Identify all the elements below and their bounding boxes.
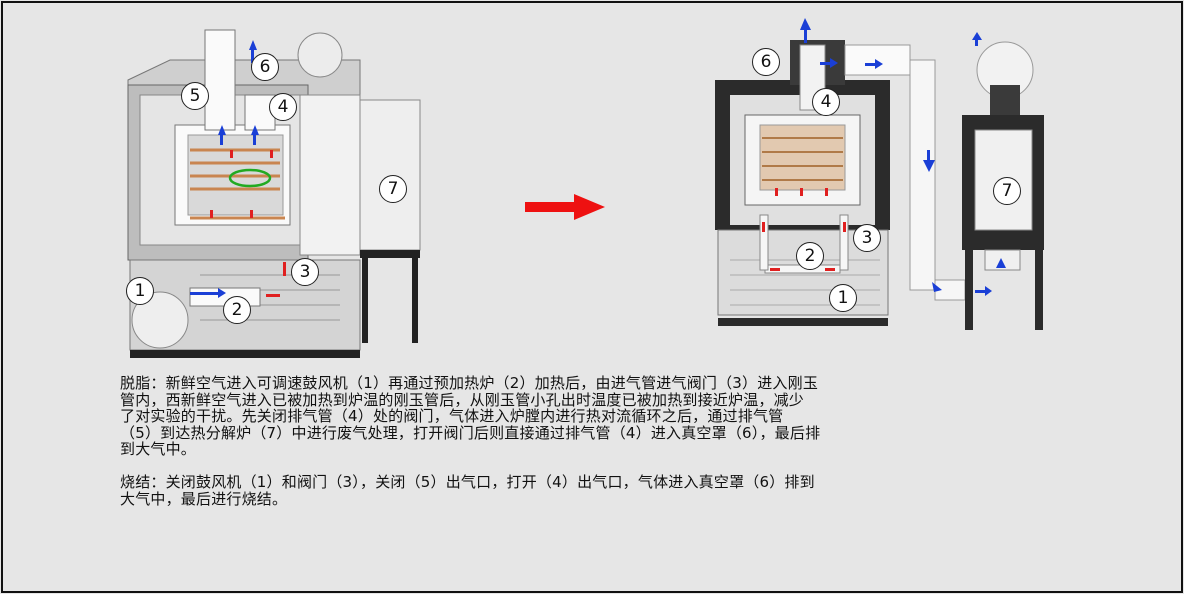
label-exhaust-pipe-5: 5 <box>181 82 209 110</box>
label-inlet-valve-3: 3 <box>291 258 319 286</box>
description-text: 脱脂：新鲜空气进入可调速鼓风机（1）再通过预加热炉（2）加热后，由进气管进气阀门… <box>120 375 820 524</box>
text-line: 烧结：关闭鼓风机（1）和阀门（3），关闭（5）出气口，打开（4）出气口，气体进入… <box>120 473 815 491</box>
text-line: （5）到达热分解炉（7）中进行废气处理，打开阀门后则直接通过排气管（4）进入真空… <box>120 423 821 442</box>
label-preheater-2: 2 <box>223 296 251 324</box>
transition-arrow <box>525 194 605 220</box>
left-furnace-diagram <box>127 29 421 358</box>
label-decomposition-furnace-7-right: 7 <box>993 177 1021 205</box>
debinding-paragraph: 脱脂：新鲜空气进入可调速鼓风机（1）再通过预加热炉（2）加热后，由进气管进气阀门… <box>120 375 820 458</box>
text-line: 了对实验的干扰。先关闭排气管（4）处的阀门，气体进入炉膛内进行热对流循环之后，通… <box>120 407 784 425</box>
right-furnace-diagram <box>715 18 1044 330</box>
label-preheater-2-right: 2 <box>796 242 824 270</box>
label-blower-1: 1 <box>126 277 154 305</box>
label-decomposition-furnace-7: 7 <box>379 175 407 203</box>
label-vacuum-hood-6: 6 <box>251 53 279 81</box>
label-inlet-valve-3-right: 3 <box>853 224 881 252</box>
label-blower-1-right: 1 <box>829 284 857 312</box>
label-exhaust-pipe-4-right: 4 <box>812 88 840 116</box>
text-line: 到大气中。 <box>120 440 197 458</box>
text-line: 大气中，最后进行烧结。 <box>120 489 288 508</box>
sintering-paragraph: 烧结：关闭鼓风机（1）和阀门（3），关闭（5）出气口，打开（4）出气口，气体进入… <box>120 474 820 507</box>
label-vacuum-hood-6-right: 6 <box>752 48 780 76</box>
label-exhaust-pipe-4: 4 <box>269 93 297 121</box>
text-line: 脱脂：新鲜空气进入可调速鼓风机（1）再通过预加热炉（2）加热后，由进气管进气阀门… <box>120 374 819 392</box>
text-line: 管内，西新鲜空气进入已被加热到炉温的刚玉管后，从刚玉管小孔出时温度已被加热到接近… <box>120 390 805 409</box>
